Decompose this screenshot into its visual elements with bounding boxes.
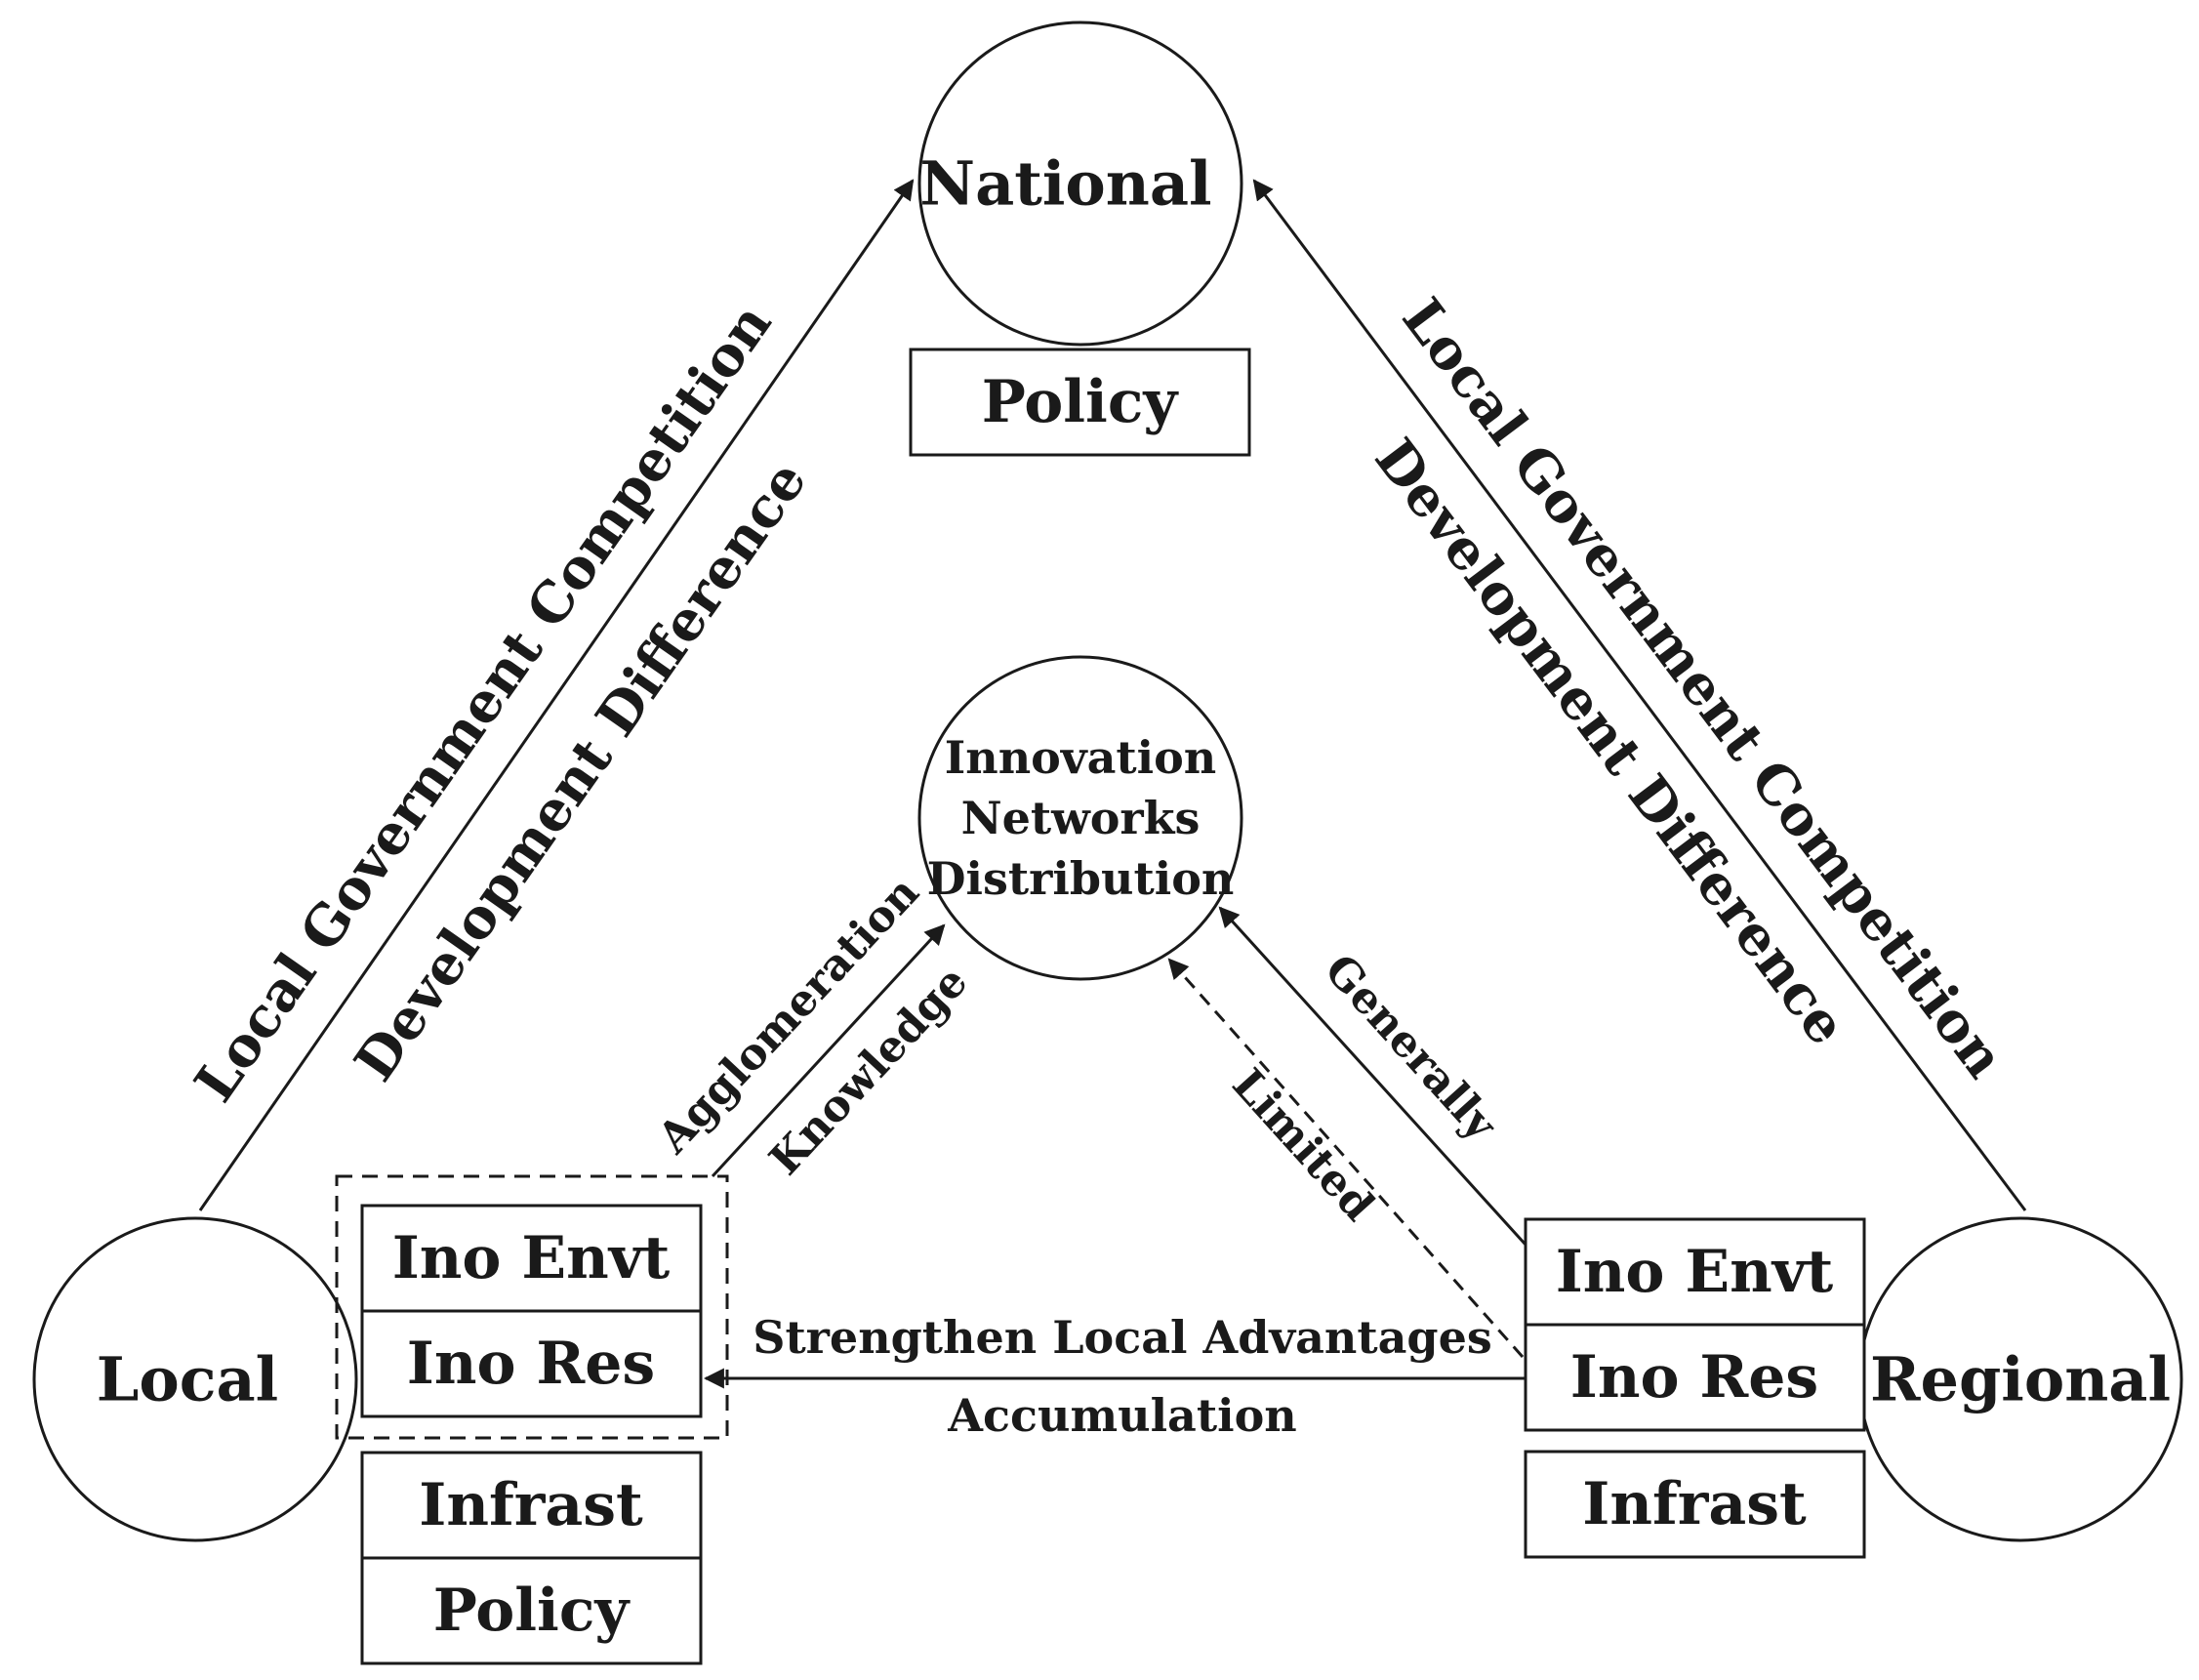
node-regional: Regional: [1857, 1216, 2183, 1542]
box-regional-infrast: Infrast: [1524, 1450, 1866, 1559]
edge-regional-to-innovation-generally: [1218, 906, 1527, 1247]
box-local-ino-res: Ino Res: [360, 1309, 703, 1418]
node-regional-label: Regional: [1870, 1344, 2171, 1415]
node-innovation-line3: Distribution: [927, 852, 1235, 905]
box-local-policy-label: Policy: [433, 1577, 631, 1645]
box-local-ino-res-label: Ino Res: [407, 1330, 655, 1398]
box-local-ino-envt-label: Ino Envt: [392, 1224, 671, 1292]
box-regional-ino-res: Ino Res: [1524, 1323, 1866, 1432]
edge-local-to-national: [198, 179, 915, 1211]
label-strengthen-local-advantages: Strengthen Local Advantages: [753, 1311, 1492, 1364]
box-regional-infrast-label: Infrast: [1582, 1470, 1807, 1538]
box-regional-ino-res-label: Ino Res: [1570, 1343, 1818, 1412]
box-regional-ino-envt-label: Ino Envt: [1556, 1238, 1834, 1306]
node-local-label: Local: [97, 1344, 278, 1415]
node-national-label: National: [919, 148, 1211, 220]
box-local-policy: Policy: [360, 1556, 703, 1665]
box-regional-ino-envt: Ino Envt: [1524, 1217, 1866, 1327]
node-innovation-line2: Networks: [961, 792, 1201, 844]
edge-local-to-innovation: [711, 923, 946, 1178]
label-right-local-government-competition: Local Government Competition: [1390, 287, 2017, 1090]
local-dashed-group: [335, 1174, 729, 1440]
box-national-policy: Policy: [909, 348, 1251, 457]
node-local: Local: [32, 1216, 358, 1542]
box-national-policy-label: Policy: [982, 368, 1180, 436]
box-local-infrast-label: Infrast: [419, 1471, 643, 1539]
box-local-infrast: Infrast: [360, 1451, 703, 1560]
label-left-local-government-competition: Local Government Competition: [183, 292, 785, 1113]
node-innovation-networks: Innovation Networks Distribution: [917, 655, 1243, 981]
label-accumulation: Accumulation: [947, 1389, 1296, 1442]
node-national: National: [917, 20, 1243, 347]
node-innovation-line1: Innovation: [945, 731, 1216, 784]
box-local-ino-envt: Ino Envt: [360, 1204, 703, 1313]
label-limited: Limited: [1222, 1059, 1383, 1230]
edge-regional-to-national: [1252, 179, 2027, 1211]
